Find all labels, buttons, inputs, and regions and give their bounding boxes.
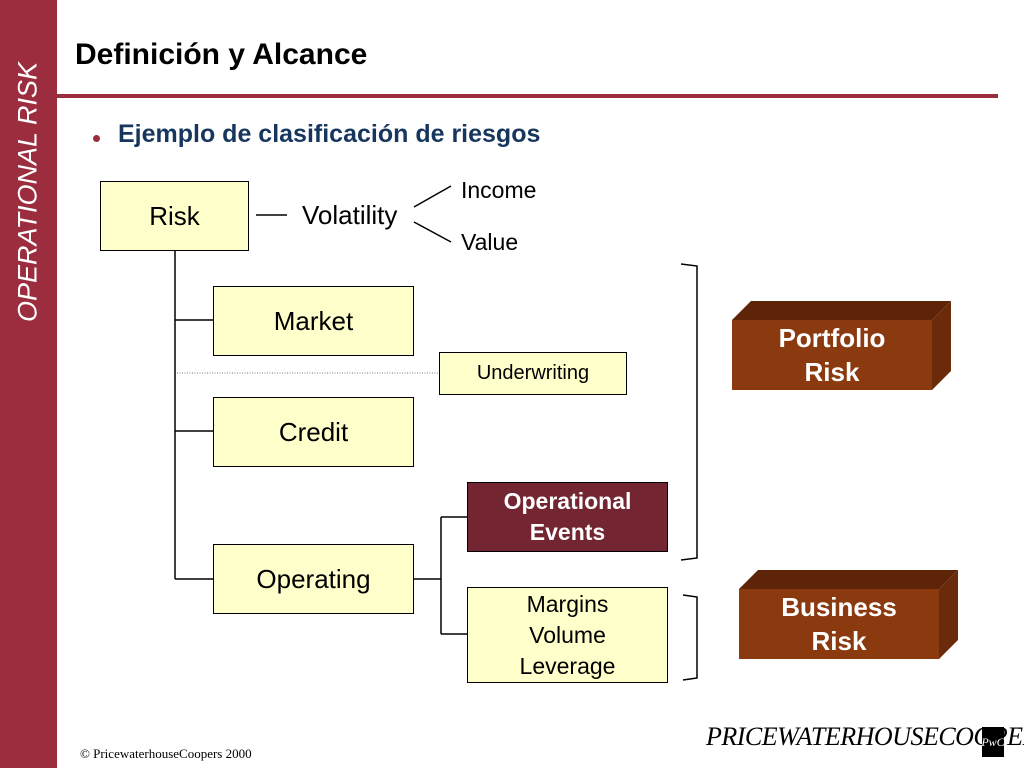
business-risk-line-2: Risk (811, 626, 867, 656)
risk-label: Risk (149, 200, 200, 231)
margins-label: Margins (526, 590, 609, 617)
copyright-text: © PricewaterhouseCoopers 2000 (80, 746, 252, 761)
risk-box: Risk (100, 181, 249, 251)
business-risk-cube: Business Risk (739, 570, 958, 660)
operational-events-box: Operational Events (467, 482, 668, 552)
underwriting-box: Underwriting (439, 352, 627, 395)
title-divider (57, 94, 998, 98)
pwc-logo-text: PRICEWATERHOUSECOOPERS (706, 722, 1024, 751)
operating-label: Operating (256, 563, 371, 594)
page-title: Definición y Alcance (75, 38, 368, 71)
business-risk-line-1: Business (781, 592, 897, 622)
credit-box: Credit (213, 397, 414, 467)
leverage-label: Leverage (519, 652, 616, 679)
bullet-icon (93, 135, 100, 142)
pwc-logo-icon: PwC (981, 727, 1005, 757)
portfolio-bracket (680, 263, 698, 561)
market-box: Market (213, 286, 414, 356)
portfolio-risk-label: Portfolio Risk (732, 320, 932, 390)
portfolio-risk-cube-shape (732, 301, 951, 390)
operational-events-line-1: Operational (503, 488, 632, 514)
volatility-label: Volatility (302, 200, 398, 230)
margins-volume-leverage-box: Margins Volume Leverage (467, 587, 668, 683)
portfolio-risk-cube: Portfolio Risk (732, 301, 951, 391)
underwriting-label: Underwriting (476, 362, 590, 384)
portfolio-risk-line-2: Risk (804, 357, 860, 387)
volume-label: Volume (529, 621, 606, 648)
business-risk-cube-shape (739, 570, 958, 659)
volatility-income-connector (413, 185, 452, 208)
sidebar: OPERATIONAL RISK (0, 0, 57, 768)
portfolio-risk-line-1: Portfolio (778, 323, 886, 353)
business-bracket (682, 594, 698, 681)
market-label: Market (273, 305, 354, 336)
operational-events-line-2: Events (529, 519, 606, 545)
business-risk-label: Business Risk (739, 589, 939, 659)
volatility-value-connector (413, 221, 452, 243)
bullet-text: Ejemplo de clasificación de riesgos (118, 120, 541, 148)
credit-label: Credit (278, 416, 349, 447)
value-label: Value (461, 229, 519, 255)
operating-box: Operating (213, 544, 414, 614)
income-label: Income (461, 177, 537, 203)
